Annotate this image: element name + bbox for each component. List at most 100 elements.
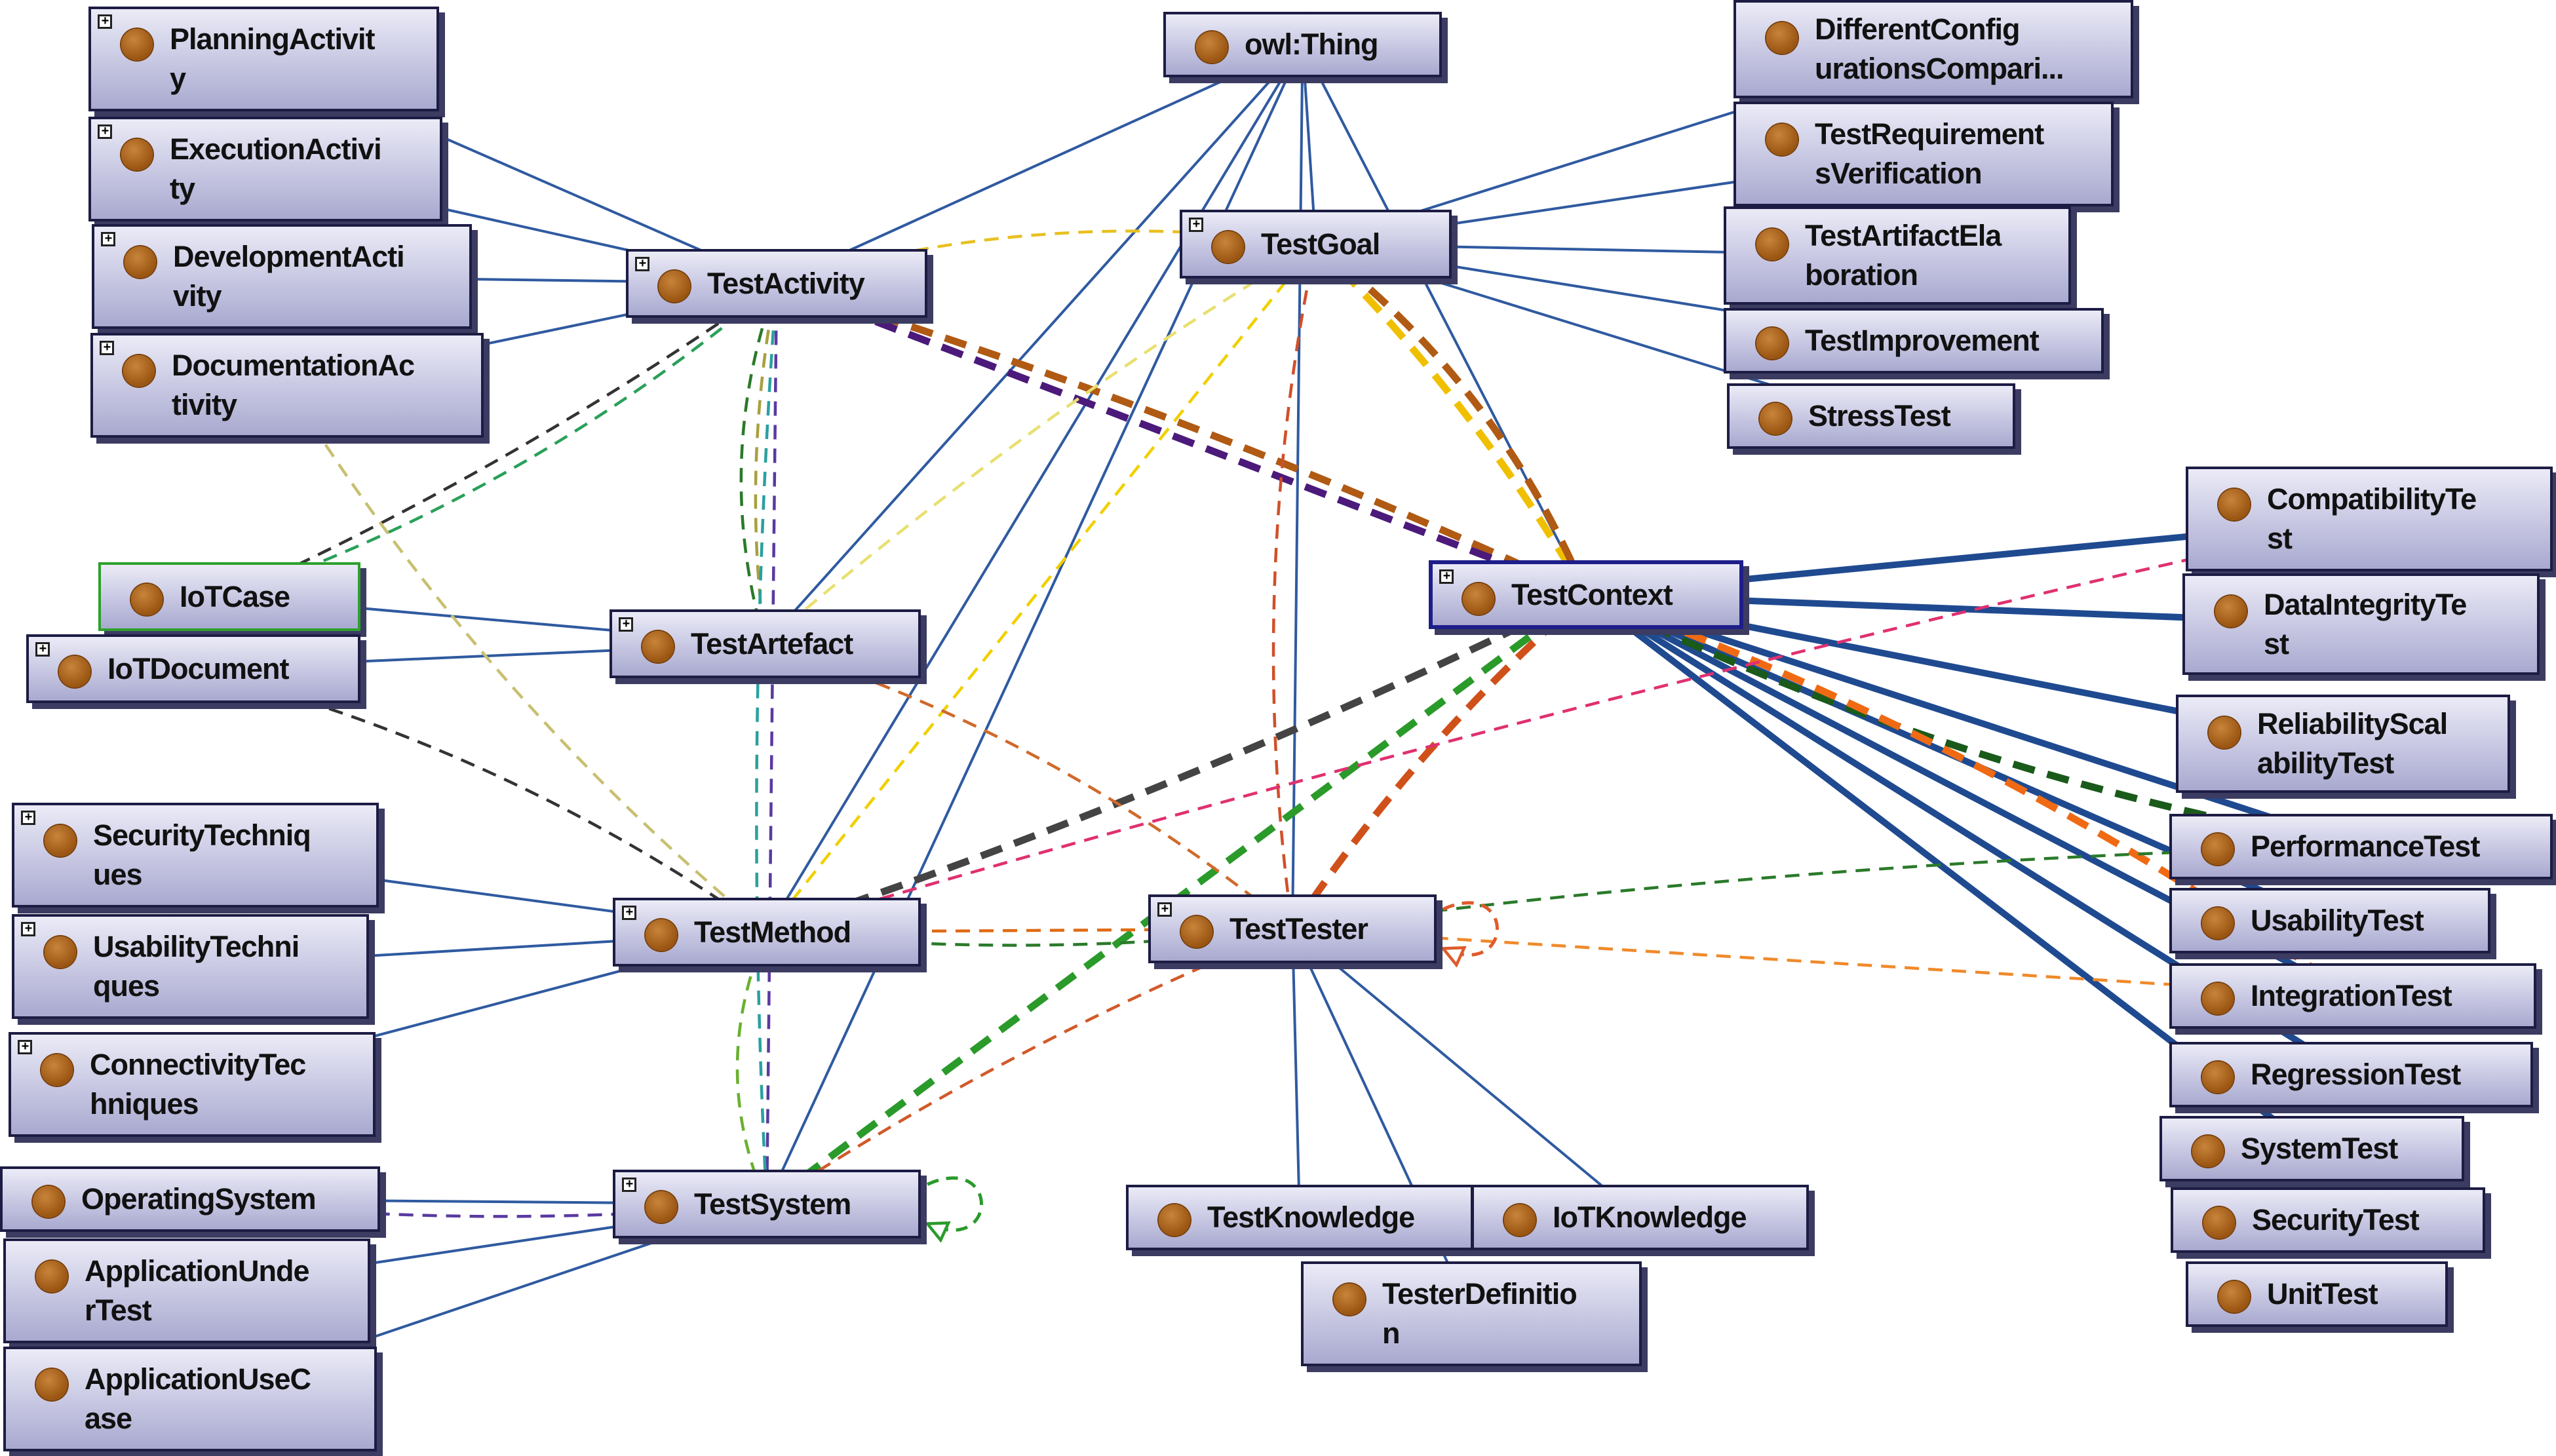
class-node-UnitTest[interactable]: UnitTest [2186, 1261, 2448, 1327]
class-circle-icon [45, 936, 76, 968]
class-circle-icon [2202, 983, 2234, 1014]
class-label: TestTester [1230, 911, 1368, 946]
class-node-TestContext[interactable]: + TestContext [1429, 560, 1743, 629]
class-circle-icon [125, 246, 156, 278]
class-circle-icon [1766, 124, 1798, 155]
class-label: TestContext [1511, 577, 1673, 611]
class-circle-icon [1159, 1204, 1190, 1236]
class-node-UsabilityTechniques[interactable]: +UsabilityTechni ques [12, 914, 369, 1019]
expand-icon[interactable]: + [101, 232, 115, 246]
edge-TestActivity-to-TestContext [775, 280, 1586, 595]
class-label: ApplicationUseC ase [85, 1362, 311, 1435]
expand-icon[interactable]: + [18, 1040, 32, 1054]
edge-owlThing-to-TestMethod [767, 43, 1304, 932]
class-node-ReliabilityScalabilityTest[interactable]: ReliabilityScal abilityTest [2176, 695, 2510, 793]
class-label: IoTKnowledge [1553, 1200, 1747, 1234]
class-node-IoTDocument[interactable]: +IoTDocument [26, 634, 360, 703]
class-node-IoTKnowledge[interactable]: IoTKnowledge [1471, 1185, 1809, 1250]
class-node-TestRequirementsVerification[interactable]: TestRequirement sVerification [1733, 102, 2114, 206]
class-node-OperatingSystem[interactable]: OperatingSystem [0, 1166, 380, 1232]
expand-icon[interactable]: + [622, 906, 636, 920]
class-circle-icon [41, 1054, 73, 1086]
class-node-ExecutionActivity[interactable]: +ExecutionActivi ty [88, 117, 442, 221]
class-node-ApplicationUseCase[interactable]: ApplicationUseC ase [3, 1347, 377, 1451]
class-label: TestArtefact [691, 626, 853, 661]
class-node-IoTCase[interactable]: IoTCase [98, 562, 360, 631]
expand-icon[interactable]: + [622, 1178, 636, 1192]
class-node-DataIntegrityTest[interactable]: DataIntegrityTe st [2182, 573, 2540, 675]
expand-icon[interactable]: + [635, 257, 649, 271]
class-node-CompatibilityTest[interactable]: CompatibilityTe st [2186, 467, 2553, 571]
class-node-SecurityTechniques[interactable]: +SecurityTechniq ues [12, 803, 379, 908]
class-node-TestKnowledge[interactable]: TestKnowledge [1126, 1185, 1473, 1250]
class-node-TestArtifactElaboration[interactable]: TestArtifactEla boration [1724, 206, 2071, 305]
expand-icon[interactable]: + [1157, 902, 1172, 917]
class-node-TesterDefinition[interactable]: TesterDefinitio n [1301, 1261, 1642, 1366]
class-circle-icon [1756, 328, 1788, 359]
class-node-owlThing[interactable]: owl:Thing [1163, 12, 1442, 77]
class-node-TestTester[interactable]: + TestTester [1148, 894, 1437, 963]
class-node-StressTest[interactable]: StressTest [1727, 383, 2015, 449]
class-node-SecurityTest[interactable]: SecurityTest [2171, 1187, 2485, 1253]
class-node-DevelopmentActivity[interactable]: +DevelopmentActi vity [92, 224, 472, 329]
expand-icon[interactable]: + [35, 642, 50, 657]
class-node-PlanningActivity[interactable]: +PlanningActivit y [88, 7, 439, 111]
class-circle-icon [2202, 908, 2234, 939]
class-node-TestImprovement[interactable]: TestImprovement [1724, 308, 2104, 374]
edge-TestGoal-to-TestContext [1313, 241, 1589, 595]
class-node-SystemTest[interactable]: SystemTest [2159, 1116, 2464, 1181]
class-node-PerformanceTest[interactable]: PerformanceTest [2169, 814, 2553, 879]
class-circle-icon [646, 1191, 677, 1223]
edge-TestContext-to-TestMethod [767, 591, 1588, 932]
class-circle-icon [59, 655, 90, 687]
class-label: TestActivity [707, 266, 865, 300]
edge-TestGoal-to-TestMethod [767, 243, 1317, 932]
class-circle-icon [2192, 1136, 2224, 1167]
expand-icon[interactable]: + [98, 125, 112, 139]
class-node-DifferentConfigurations[interactable]: DifferentConfig urationsCompari... [1733, 0, 2133, 98]
class-node-TestActivity[interactable]: + TestActivity [626, 249, 927, 318]
class-circle-icon [646, 919, 677, 951]
class-label: IoTCase [180, 579, 290, 613]
edge-TestContext-to-TestTester [1289, 592, 1589, 929]
class-circle-icon [1760, 403, 1791, 434]
class-node-UsabilityTest[interactable]: UsabilityTest [2169, 888, 2490, 953]
class-label: TestMethod [694, 915, 851, 949]
class-circle-icon [1334, 1284, 1365, 1315]
class-node-TestArtefact[interactable]: + TestArtefact [610, 609, 921, 678]
class-label: owl:Thing [1245, 28, 1378, 61]
class-node-RegressionTest[interactable]: RegressionTest [2169, 1042, 2533, 1107]
class-circle-icon [2215, 596, 2247, 627]
class-node-TestGoal[interactable]: +TestGoal [1180, 210, 1452, 278]
class-label: TestImprovement [1805, 324, 2040, 357]
class-label: ApplicationUnde rTest [85, 1254, 309, 1327]
class-node-IntegrationTest[interactable]: IntegrationTest [2169, 963, 2536, 1029]
expand-icon[interactable]: + [619, 617, 633, 632]
expand-icon[interactable]: + [98, 14, 112, 29]
class-circle-icon [1212, 231, 1244, 263]
class-label: OperatingSystem [81, 1182, 317, 1216]
class-label: TestSystem [694, 1187, 851, 1221]
class-label: CompatibilityTe st [2267, 482, 2477, 555]
class-node-DocumentationActivity[interactable]: +DocumentationAc tivity [90, 333, 484, 438]
class-label: DifferentConfig urationsCompari... [1815, 12, 2064, 85]
edge-TestTester-to-TestTester [1443, 901, 1499, 955]
expand-icon[interactable]: + [21, 811, 35, 825]
class-circle-icon [1463, 583, 1494, 615]
class-circle-icon [2218, 489, 2250, 520]
class-label: UnitTest [2267, 1277, 2378, 1311]
expand-icon[interactable]: + [1439, 569, 1454, 584]
class-circle-icon [659, 270, 690, 302]
class-node-TestMethod[interactable]: + TestMethod [613, 898, 921, 967]
expand-icon[interactable]: + [21, 922, 35, 936]
class-node-ConnectivityTechniques[interactable]: +ConnectivityTec hniques [9, 1032, 376, 1137]
edge-owlThing-to-TestArtefact [765, 43, 1304, 644]
edge-TestMethod-to-TestSystem [735, 931, 767, 1204]
class-node-ApplicationUnderTest[interactable]: ApplicationUnde rTest [3, 1238, 370, 1343]
expand-icon[interactable]: + [1189, 218, 1203, 232]
class-node-TestSystem[interactable]: + TestSystem [613, 1170, 921, 1238]
class-circle-icon [1196, 31, 1228, 63]
expand-icon[interactable]: + [100, 341, 114, 355]
class-circle-icon [36, 1261, 68, 1292]
